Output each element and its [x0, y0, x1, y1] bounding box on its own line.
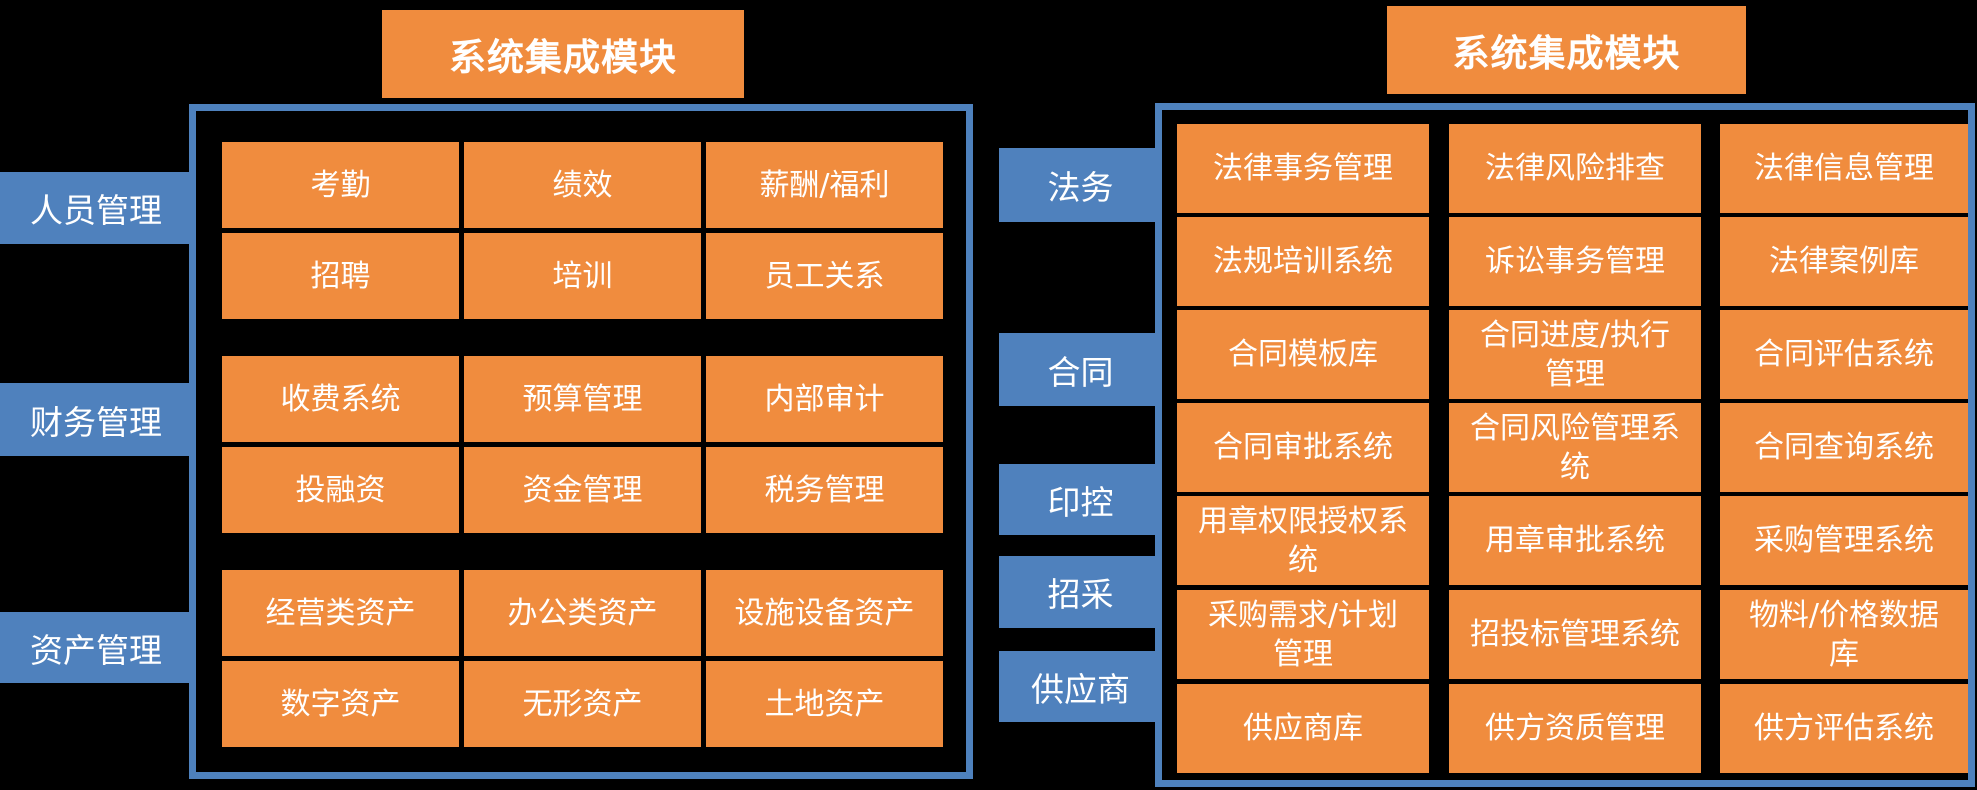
- module-cell: 合同风险管理系统: [1449, 403, 1701, 492]
- module-cell: 投融资: [222, 447, 459, 533]
- category-label-supplier: 供应商: [999, 651, 1162, 722]
- module-cell: 薪酬/福利: [706, 142, 943, 228]
- module-cell: 用章审批系统: [1449, 496, 1701, 585]
- category-label-legal: 法务: [999, 148, 1162, 222]
- module-cell: 用章权限授权系统: [1177, 496, 1429, 585]
- module-cell: 经营类资产: [222, 570, 459, 656]
- category-label-assets: 资产管理: [0, 612, 192, 683]
- module-cell: 培训: [464, 233, 701, 319]
- module-cell: 诉讼事务管理: [1449, 217, 1701, 306]
- module-cell: 员工关系: [706, 233, 943, 319]
- left-module-title: 系统集成模块: [382, 10, 744, 98]
- module-cell: 法律信息管理: [1720, 124, 1968, 213]
- module-cell: 办公类资产: [464, 570, 701, 656]
- module-cell: 资金管理: [464, 447, 701, 533]
- module-cell: 设施设备资产: [706, 570, 943, 656]
- module-cell: 无形资产: [464, 661, 701, 747]
- category-label-bidding: 招采: [999, 556, 1162, 628]
- category-label-seal: 印控: [999, 464, 1162, 535]
- module-cell: 合同评估系统: [1720, 310, 1968, 399]
- category-label-personnel: 人员管理: [0, 172, 192, 244]
- module-cell: 收费系统: [222, 356, 459, 442]
- module-cell: 法律案例库: [1720, 217, 1968, 306]
- module-cell: 数字资产: [222, 661, 459, 747]
- module-cell: 预算管理: [464, 356, 701, 442]
- module-cell: 供方评估系统: [1720, 684, 1968, 773]
- module-cell: 采购需求/计划管理: [1177, 590, 1429, 679]
- category-label-finance: 财务管理: [0, 383, 192, 456]
- category-label-contract: 合同: [999, 333, 1162, 406]
- module-cell: 采购管理系统: [1720, 496, 1968, 585]
- module-cell: 法律风险排查: [1449, 124, 1701, 213]
- module-cell: 物料/价格数据库: [1720, 590, 1968, 679]
- module-cell: 税务管理: [706, 447, 943, 533]
- module-cell: 供应商库: [1177, 684, 1429, 773]
- module-cell: 供方资质管理: [1449, 684, 1701, 773]
- module-cell: 合同查询系统: [1720, 403, 1968, 492]
- right-module-title: 系统集成模块: [1387, 6, 1746, 94]
- right-module-panel: [1155, 103, 1975, 787]
- module-cell: 合同模板库: [1177, 310, 1429, 399]
- module-cell: 法规培训系统: [1177, 217, 1429, 306]
- module-cell: 招投标管理系统: [1449, 590, 1701, 679]
- module-cell: 合同审批系统: [1177, 403, 1429, 492]
- left-module-panel: [189, 104, 973, 779]
- module-cell: 土地资产: [706, 661, 943, 747]
- module-cell: 法律事务管理: [1177, 124, 1429, 213]
- module-cell: 招聘: [222, 233, 459, 319]
- module-cell: 绩效: [464, 142, 701, 228]
- module-cell: 合同进度/执行管理: [1449, 310, 1701, 399]
- module-cell: 内部审计: [706, 356, 943, 442]
- module-cell: 考勤: [222, 142, 459, 228]
